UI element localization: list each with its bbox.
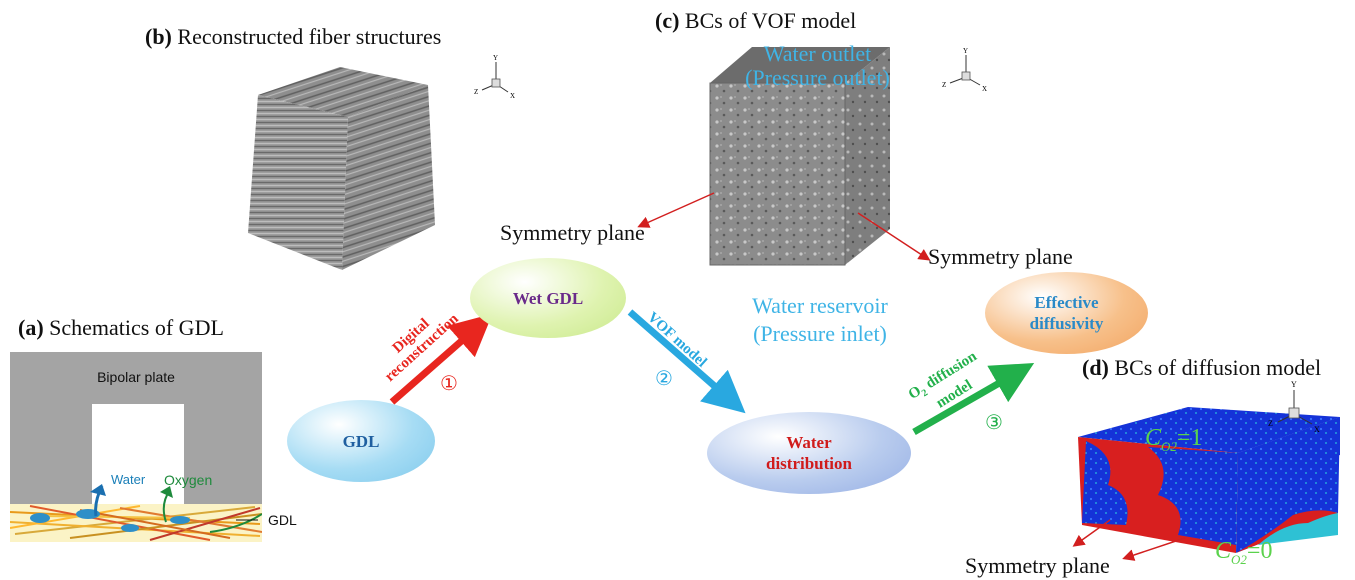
vof-cube-image [709, 47, 890, 266]
gdl-label: GDL [268, 512, 297, 528]
co2-bottom-val: =0 [1246, 538, 1273, 564]
panel-a-letter: (a) [18, 315, 44, 340]
arrow-step2 [627, 309, 746, 414]
panel-b-text: Reconstructed fiber structures [177, 24, 442, 49]
panel-b-letter: (b) [145, 24, 172, 49]
vof-outlet-line2: (Pressure outlet) [745, 65, 890, 90]
co2-top-val: =1 [1176, 425, 1203, 451]
node-eff-line1: Effective [1034, 293, 1099, 312]
fiber-left-face [248, 95, 348, 270]
node-effective-diffusivity: Effective diffusivity [985, 272, 1148, 354]
node-gdl: GDL [287, 400, 435, 482]
axis-z-label: Z [1268, 419, 1273, 428]
axis-triad-b: Y X Z [474, 54, 515, 100]
co2-top-label: CO2=1 [1145, 425, 1202, 455]
symmetry-pointer-left [637, 192, 715, 228]
step3-number: ③ [985, 412, 1003, 434]
node-water-line1: Water [786, 433, 832, 452]
panel-a-text: Schematics of GDL [49, 315, 224, 340]
vof-reservoir-line2: (Pressure inlet) [753, 321, 887, 346]
panel-c-title: (c) BCs of VOF model [655, 8, 856, 34]
axis-z-label: Z [474, 88, 478, 96]
co2-bottom-sub: O2 [1231, 551, 1247, 567]
fiber-structure-image [248, 67, 435, 270]
axis-x-label: X [982, 85, 987, 93]
axis-triad-c: Y X Z [942, 47, 987, 93]
panel-d-text: BCs of diffusion model [1114, 355, 1322, 380]
gdl-schematic: Bipolar plate [10, 352, 262, 542]
panel-d-letter: (d) [1082, 355, 1109, 380]
axis-y-label: Y [963, 47, 968, 55]
diffusion-top-face [1078, 407, 1340, 453]
vof-front-face [710, 83, 845, 265]
oxygen-label: Oxygen [164, 472, 213, 488]
diffusion-cube-image [1078, 407, 1340, 553]
panel-d-title: (d) BCs of diffusion model [1082, 355, 1321, 381]
co2-bottom-label: CO2=0 [1215, 538, 1272, 568]
fiber-top-face [258, 67, 428, 117]
step1-number: ① [440, 373, 458, 395]
symmetry-pointer-d1 [1072, 519, 1111, 547]
symmetry-plane-right-label: Symmetry plane [928, 244, 1073, 269]
axis-y-label: Y [493, 54, 498, 62]
symmetry-plane-bottom-label: Symmetry plane [965, 553, 1110, 578]
axis-x-label: X [510, 92, 515, 100]
water-label: Water [111, 472, 146, 487]
axis-z-label: Z [942, 81, 946, 89]
axis-triad-d: Y X Z [1268, 380, 1320, 434]
arrow-step1 [389, 313, 493, 405]
node-gdl-label: GDL [342, 431, 380, 451]
symmetry-pointer-right [857, 212, 931, 261]
bipolar-plate-label: Bipolar plate [97, 369, 175, 385]
symmetry-pointer-d2 [1122, 537, 1186, 561]
vof-top-face [710, 47, 890, 83]
gdl-fibers [10, 484, 262, 542]
vof-outlet-label: Water outlet (Pressure outlet) [725, 42, 910, 90]
axis-x-label: X [1314, 425, 1320, 434]
vof-reservoir-label: Water reservoir (Pressure inlet) [735, 292, 905, 348]
node-water-distribution: Water distribution [707, 412, 911, 494]
vof-reservoir-line1: Water reservoir [752, 293, 888, 318]
node-eff-line2: diffusivity [1029, 314, 1104, 333]
panel-b-title: (b) Reconstructed fiber structures [145, 24, 441, 50]
panel-a-title: (a) Schematics of GDL [18, 315, 224, 341]
fiber-right-face [342, 85, 435, 270]
node-water-line2: distribution [766, 454, 852, 473]
co2-bottom-c: C [1215, 538, 1232, 564]
symmetry-plane-left-label: Symmetry plane [500, 220, 645, 245]
node-wet-gdl: Wet GDL [470, 258, 626, 338]
axis-y-label: Y [1291, 380, 1297, 389]
node-wet-gdl-label: Wet GDL [512, 288, 584, 308]
panel-c-letter: (c) [655, 8, 680, 33]
co2-top-sub: O2 [1161, 438, 1177, 454]
co2-top-c: C [1145, 425, 1162, 451]
vof-outlet-line1: Water outlet [763, 41, 872, 66]
vof-side-face [845, 47, 890, 265]
arrow-step3 [912, 363, 1035, 436]
panel-c-text: BCs of VOF model [684, 8, 857, 33]
step2-number: ② [655, 368, 673, 390]
